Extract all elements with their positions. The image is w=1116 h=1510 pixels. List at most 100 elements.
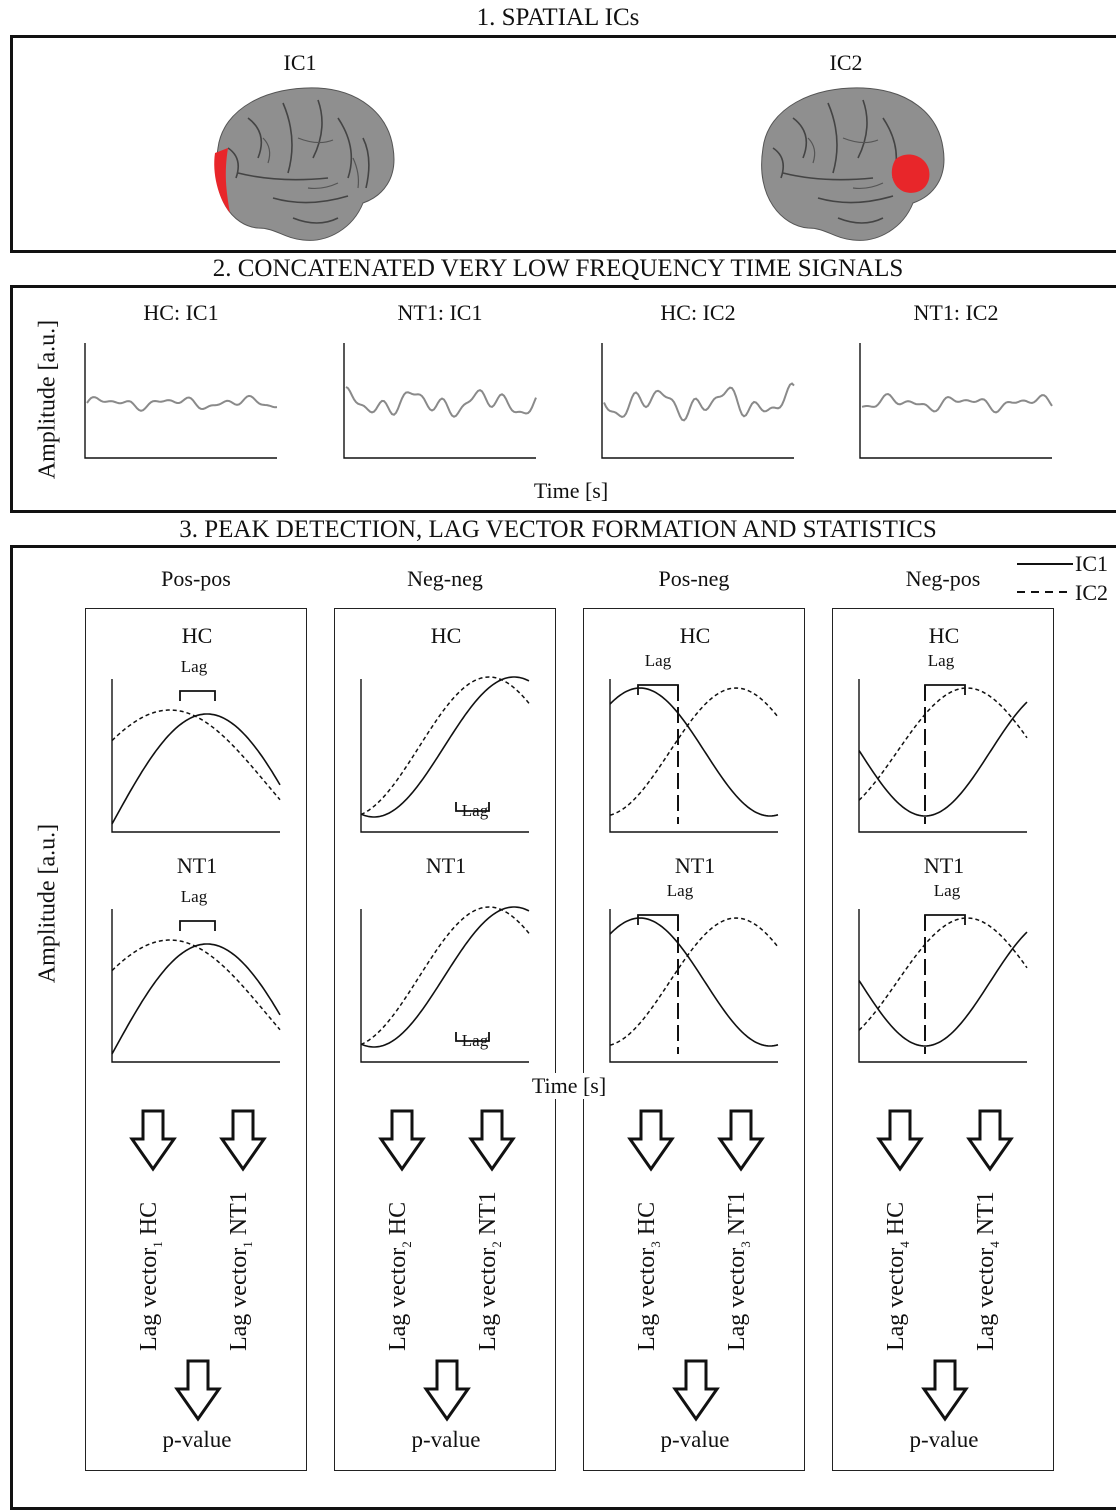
ic2-curve	[609, 917, 779, 1046]
signal-nt1-ic2	[861, 392, 1053, 414]
lag-label: Lag	[461, 801, 489, 820]
plot-axes	[858, 909, 1027, 1063]
plot-axes	[609, 679, 778, 833]
lag-label: Lag	[180, 887, 208, 906]
p-value-label: p-value	[162, 1427, 232, 1452]
legend-ic2-label: IC2	[1075, 580, 1108, 605]
group-label-hc: HC	[430, 623, 462, 648]
plot-axes	[111, 909, 280, 1063]
down-arrow-icon	[378, 1109, 426, 1172]
section2-xlabel: Time [s]	[533, 478, 609, 503]
ic2-highlight-region	[891, 154, 930, 193]
brain-ic2-image	[761, 87, 945, 241]
section3-ylabel: Amplitude [a.u.]	[34, 823, 61, 984]
group-label-hc: HC	[679, 623, 711, 648]
ic1-curve	[858, 931, 1028, 1047]
lag-label: Lag	[666, 881, 694, 900]
lag-label: Lag	[927, 651, 955, 670]
lag-bracket	[924, 914, 966, 925]
lag-vector-hc-label: Lag vector3 HC	[634, 1201, 663, 1351]
group-label-nt1: NT1	[674, 853, 716, 878]
p-value-label: p-value	[909, 1427, 979, 1452]
lag-vector-nt1-label: Lag vector3 NT1	[724, 1191, 753, 1351]
group-label-hc: HC	[181, 623, 213, 648]
plot-axes	[858, 679, 1027, 833]
ic1-highlight-region	[214, 148, 230, 213]
down-arrow-icon	[717, 1109, 765, 1172]
down-arrow-icon	[966, 1109, 1014, 1172]
plot-title-hc-ic1: HC: IC1	[143, 300, 219, 325]
down-arrow-icon	[627, 1109, 675, 1172]
signal-hc-ic2	[603, 382, 795, 422]
down-arrow-icon	[219, 1109, 267, 1172]
spatial-ics-panel: IC1 IC2	[10, 35, 1116, 253]
plot-title-nt1-ic1: NT1: IC1	[397, 300, 483, 325]
down-arrow-icon	[672, 1359, 720, 1422]
lag-bracket	[455, 802, 490, 812]
down-arrow-icon	[876, 1109, 924, 1172]
plot-axes	[360, 679, 529, 833]
lag-label: Lag	[461, 1031, 489, 1050]
down-arrow-icon	[468, 1109, 516, 1172]
ic2-curve	[360, 676, 530, 816]
ic2-curve	[858, 687, 1028, 801]
legend	[1017, 563, 1073, 593]
signal-nt1-ic1	[345, 386, 537, 418]
time-signal-plots	[84, 343, 1053, 459]
group-label-nt1: NT1	[923, 853, 965, 878]
lag-vector-hc-label: Lag vector2 HC	[385, 1201, 414, 1351]
lag-label: Lag	[644, 651, 672, 670]
signal-axes	[601, 343, 794, 459]
ic2-label: IC2	[829, 50, 863, 75]
ic2-curve	[111, 709, 281, 801]
group-label-nt1: NT1	[425, 853, 467, 878]
ic1-curve	[111, 943, 281, 1055]
signal-axes	[859, 343, 1052, 459]
down-arrow-icon	[129, 1109, 177, 1172]
ic1-curve	[360, 906, 530, 1048]
lag-vector-hc-label: Lag vector1 HC	[136, 1201, 165, 1351]
down-arrow-icon	[921, 1359, 969, 1422]
signal-hc-ic1	[86, 394, 278, 412]
ic1-curve	[111, 713, 281, 825]
group-label-hc: HC	[928, 623, 960, 648]
ic2-curve	[609, 687, 779, 816]
down-arrow-icon	[174, 1359, 222, 1422]
section3-title: 3. PEAK DETECTION, LAG VECTOR FORMATION …	[179, 516, 937, 543]
p-value-label: p-value	[411, 1427, 481, 1452]
lag-bracket	[455, 1032, 490, 1042]
lag-label: Lag	[933, 881, 961, 900]
section2-title: 2. CONCATENATED VERY LOW FREQUENCY TIME …	[212, 255, 904, 282]
ic2-curve	[858, 917, 1028, 1031]
signal-axes	[84, 343, 277, 459]
column-title: Pos-neg	[658, 566, 730, 591]
ic1-label: IC1	[283, 50, 317, 75]
ic1-curve	[858, 701, 1028, 817]
legend-ic1-label: IC1	[1075, 551, 1108, 576]
lag-bracket	[179, 690, 216, 701]
ic2-curve	[360, 906, 530, 1046]
column-title: Neg-neg	[407, 566, 483, 591]
lag-bracket	[179, 920, 216, 931]
signal-axes	[343, 343, 536, 459]
lag-vector-hc-label: Lag vector4 HC	[883, 1201, 912, 1351]
down-arrow-icon	[423, 1359, 471, 1422]
plot-title-hc-ic2: HC: IC2	[660, 300, 736, 325]
lag-vector-nt1-label: Lag vector2 NT1	[475, 1191, 504, 1351]
ic1-curve	[360, 676, 530, 818]
section3-xlabel: Time [s]	[509, 1073, 629, 1099]
column-title: Neg-pos	[905, 566, 981, 591]
group-label-nt1: NT1	[176, 853, 218, 878]
lag-vector-nt1-label: Lag vector4 NT1	[973, 1191, 1002, 1351]
brain-ic1-image	[214, 87, 395, 241]
plot-axes	[111, 679, 280, 833]
plot-axes	[609, 909, 778, 1063]
column-title: Pos-pos	[161, 566, 231, 591]
lag-label: Lag	[180, 657, 208, 676]
lag-vector-nt1-label: Lag vector1 NT1	[226, 1191, 255, 1351]
p-value-label: p-value	[660, 1427, 730, 1452]
